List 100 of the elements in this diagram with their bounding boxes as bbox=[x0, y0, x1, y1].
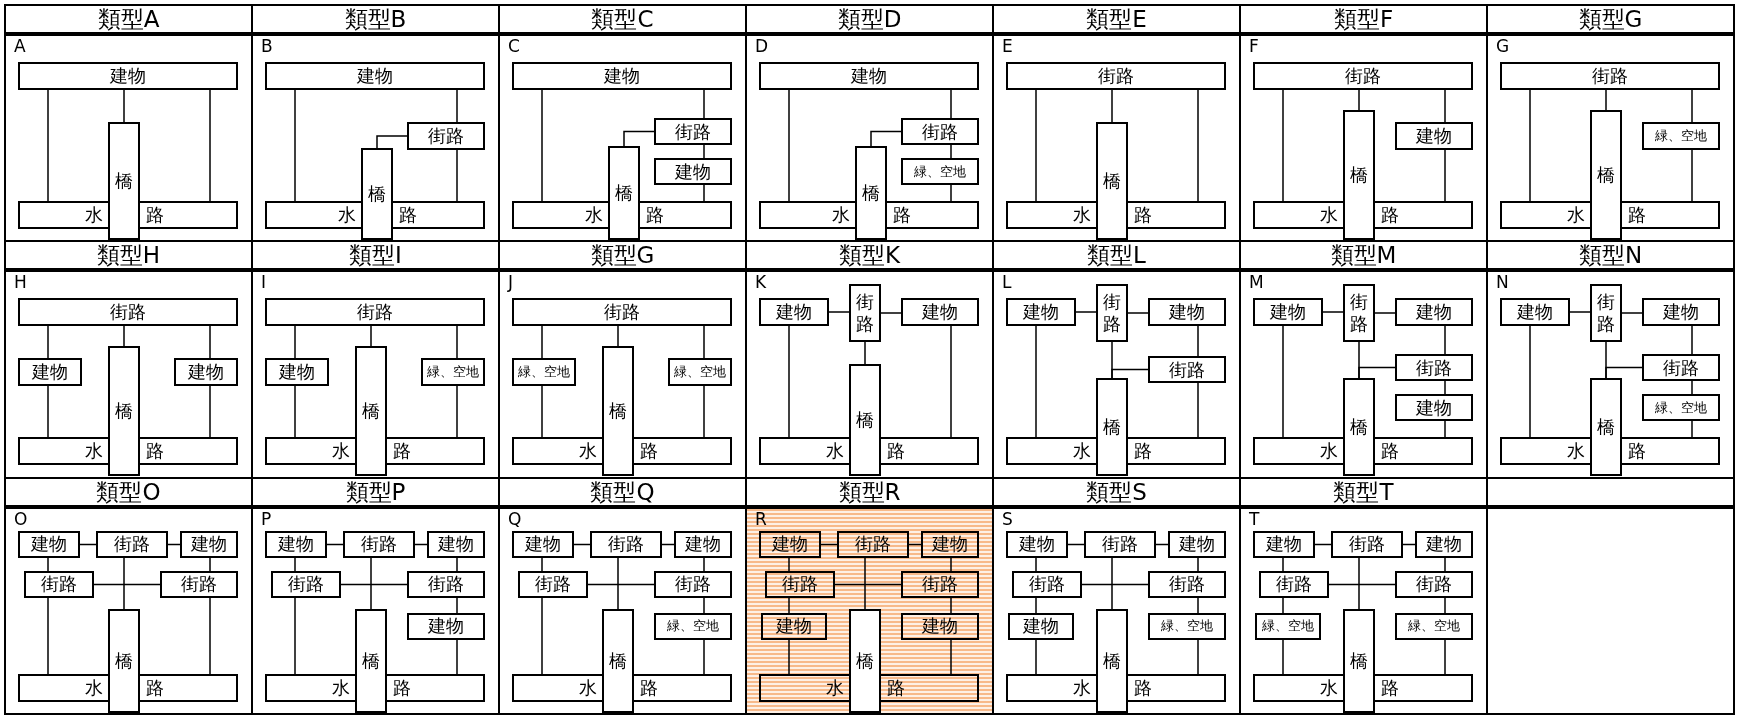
type-heading: 類型G bbox=[1577, 6, 1644, 32]
bar-label: 路 bbox=[1134, 203, 1152, 226]
type-heading: 類型F bbox=[1332, 6, 1395, 32]
connector-line bbox=[1691, 325, 1693, 356]
type-heading: 類型I bbox=[348, 242, 403, 269]
connector-line bbox=[1328, 583, 1396, 585]
bar-label: 水 bbox=[85, 675, 103, 699]
connector-line bbox=[294, 325, 296, 360]
label-box: 街路 bbox=[271, 570, 341, 598]
connector-line bbox=[788, 596, 790, 614]
label-box: 緑、空地 bbox=[901, 158, 979, 185]
bridge-box: 橋 bbox=[1096, 378, 1128, 477]
connector-line bbox=[456, 325, 458, 360]
type-heading: 類型Q bbox=[589, 478, 656, 505]
connector-line bbox=[209, 385, 211, 439]
label-box: 街路 bbox=[343, 530, 415, 558]
label-box: 建物 bbox=[759, 298, 829, 327]
waterway-bar bbox=[1253, 437, 1473, 466]
label-box: 建物 bbox=[1148, 298, 1226, 327]
connector-line bbox=[456, 89, 458, 123]
bar-label: 水 bbox=[579, 439, 597, 463]
connector-line bbox=[703, 325, 705, 360]
connector-line bbox=[864, 556, 866, 610]
label-box: 緑、空地 bbox=[1642, 394, 1720, 422]
connector-line bbox=[950, 638, 952, 675]
connector-line bbox=[123, 325, 125, 348]
bar-label: 水 bbox=[85, 203, 103, 226]
bridge-box: 橋 bbox=[608, 146, 640, 240]
label-box: 建物 bbox=[174, 358, 238, 387]
bar-label: 路 bbox=[1134, 439, 1152, 463]
waterway-bar bbox=[759, 437, 979, 466]
type-heading: 類型L bbox=[1086, 242, 1147, 269]
connector-line bbox=[788, 89, 790, 202]
bar-label: 水 bbox=[1567, 439, 1585, 463]
label-box: 街路 bbox=[654, 118, 732, 145]
type-heading: 類型P bbox=[344, 478, 407, 505]
connector-line bbox=[1358, 89, 1360, 111]
connector-line bbox=[167, 543, 181, 545]
label-box: 建物 bbox=[18, 530, 80, 558]
bar-label: 路 bbox=[887, 439, 905, 463]
bar-label: 水 bbox=[585, 203, 603, 226]
waterway-bar bbox=[1006, 437, 1226, 466]
type-letter: H bbox=[14, 272, 27, 293]
connector-line bbox=[47, 556, 49, 572]
connector-line bbox=[370, 325, 372, 348]
wide-box: 街路 bbox=[18, 298, 238, 327]
type-letter: A bbox=[14, 36, 26, 56]
bridge-box: 橋 bbox=[849, 364, 881, 477]
connector-line bbox=[788, 638, 790, 675]
type-letter: P bbox=[261, 508, 272, 529]
connector-line bbox=[1691, 149, 1693, 202]
connector-line bbox=[703, 184, 705, 202]
bar-label: 路 bbox=[146, 675, 164, 699]
type-letter: I bbox=[261, 272, 266, 293]
connector-line bbox=[788, 556, 790, 572]
label-box: 緑、空地 bbox=[512, 358, 576, 387]
connector-line bbox=[1197, 596, 1199, 614]
connector-line bbox=[950, 89, 952, 119]
bar-label: 路 bbox=[1381, 439, 1399, 463]
connector-line bbox=[661, 543, 675, 545]
type-letter: L bbox=[1002, 272, 1012, 293]
connector-line bbox=[1314, 543, 1332, 545]
wide-box: 建物 bbox=[265, 62, 485, 90]
connector-line bbox=[828, 311, 850, 314]
type-heading: 類型G bbox=[589, 242, 656, 269]
connector-line bbox=[209, 89, 211, 202]
connector-line bbox=[703, 144, 705, 159]
type-panel bbox=[1486, 4, 1735, 243]
connector-line bbox=[1529, 325, 1531, 439]
connector-line bbox=[340, 583, 408, 585]
connector-line bbox=[1444, 638, 1446, 675]
waterway-bar bbox=[265, 201, 485, 229]
connector-line bbox=[1111, 556, 1113, 610]
wide-box: 建物 bbox=[18, 62, 238, 90]
waterway-bar bbox=[512, 673, 732, 702]
connector-line bbox=[1444, 149, 1446, 202]
connector-line bbox=[1081, 583, 1149, 585]
bar-label: 路 bbox=[640, 439, 658, 463]
connector-line bbox=[880, 312, 902, 315]
bar-label: 水 bbox=[85, 439, 103, 463]
bar-label: 水 bbox=[1073, 203, 1091, 226]
type-letter: B bbox=[261, 36, 273, 56]
type-heading: 類型H bbox=[95, 242, 162, 269]
connector-line bbox=[1605, 367, 1643, 380]
bridge-box: 橋 bbox=[361, 148, 393, 240]
bar-label: 路 bbox=[1381, 675, 1399, 699]
label-box: 街路 bbox=[654, 570, 732, 598]
bar-label: 水 bbox=[338, 203, 356, 226]
label-box: 建物 bbox=[654, 158, 732, 185]
type-letter: N bbox=[1496, 272, 1509, 293]
waterway-bar bbox=[18, 201, 238, 229]
connector-line bbox=[1197, 382, 1199, 439]
label-box: 街路 bbox=[1148, 570, 1226, 598]
label-box: 街路 bbox=[1331, 530, 1403, 558]
connector-line bbox=[123, 556, 125, 610]
connector-line bbox=[1111, 369, 1149, 380]
bridge-box: 橋 bbox=[602, 608, 634, 713]
label-box: 建物 bbox=[1500, 298, 1570, 327]
connector-line bbox=[1282, 89, 1284, 202]
label-box: 建物 bbox=[407, 612, 485, 640]
